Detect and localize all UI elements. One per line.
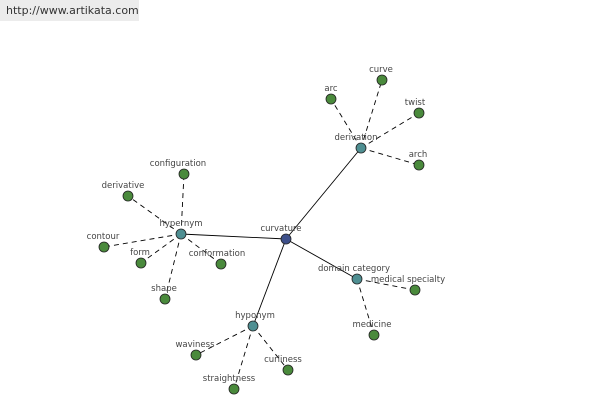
node-label-arc: arc bbox=[324, 84, 338, 94]
node-straightness[interactable]: straightness bbox=[203, 374, 256, 395]
node-dot-curve[interactable] bbox=[376, 74, 388, 86]
node-form[interactable]: form bbox=[130, 248, 150, 269]
node-dot-hypernym[interactable] bbox=[175, 228, 187, 240]
node-label-configuration: configuration bbox=[150, 159, 206, 169]
node-twist[interactable]: twist bbox=[405, 98, 426, 119]
node-hypernym[interactable]: hypernym bbox=[159, 219, 203, 240]
edge-derivation-arch bbox=[360, 147, 420, 166]
edge-hyponym-curliness bbox=[252, 325, 289, 371]
node-dot-conformation[interactable] bbox=[215, 258, 227, 270]
node-contour[interactable]: contour bbox=[87, 232, 120, 253]
node-label-domain-category: domain category bbox=[318, 264, 390, 274]
node-label-contour: contour bbox=[87, 232, 120, 242]
edge-domain_category-medicine bbox=[356, 278, 375, 336]
node-medicine[interactable]: medicine bbox=[353, 320, 392, 341]
node-label-straightness: straightness bbox=[203, 374, 256, 384]
edge-hypernym-configuration bbox=[180, 173, 185, 235]
node-dot-twist[interactable] bbox=[413, 107, 425, 119]
node-label-derivation: derivation bbox=[334, 133, 377, 143]
node-curve[interactable]: curve bbox=[369, 65, 393, 86]
node-label-medical-specialty: medical specialty bbox=[371, 275, 445, 285]
node-dot-arch[interactable] bbox=[413, 159, 425, 171]
edge-hyponym-straightness bbox=[233, 325, 254, 390]
edge-domain_category-medical_specialty bbox=[356, 278, 416, 291]
node-dot-form[interactable] bbox=[135, 257, 147, 269]
node-shape[interactable]: shape bbox=[151, 284, 177, 305]
node-dot-waviness[interactable] bbox=[190, 349, 202, 361]
graph-edges bbox=[103, 79, 420, 390]
url-bar: http://www.artikata.com bbox=[0, 0, 139, 21]
edge-hyponym-waviness bbox=[195, 325, 254, 356]
node-dot-derivation[interactable] bbox=[355, 142, 367, 154]
node-dot-medical-specialty[interactable] bbox=[409, 284, 421, 296]
edge-curvature-domain_category bbox=[285, 238, 358, 280]
node-domain-category[interactable]: domain category bbox=[318, 264, 390, 285]
edge-derivation-arc bbox=[330, 98, 362, 149]
node-label-twist: twist bbox=[405, 98, 426, 108]
node-dot-curvature[interactable] bbox=[280, 233, 292, 245]
node-curvature[interactable]: curvature bbox=[260, 224, 302, 245]
node-dot-hyponym[interactable] bbox=[247, 320, 259, 332]
node-dot-configuration[interactable] bbox=[178, 168, 190, 180]
node-waviness[interactable]: waviness bbox=[175, 340, 215, 361]
node-label-hyponym: hyponym bbox=[235, 311, 275, 321]
node-label-curve: curve bbox=[369, 65, 393, 75]
graph-nodes: curvature derivation hypernym hyponym domain… bbox=[87, 65, 445, 395]
node-dot-medicine[interactable] bbox=[368, 329, 380, 341]
edge-hypernym-shape bbox=[164, 233, 182, 300]
edge-curvature-hyponym bbox=[252, 238, 287, 327]
node-dot-straightness[interactable] bbox=[228, 383, 240, 395]
node-medical-specialty[interactable]: medical specialty bbox=[371, 275, 445, 296]
node-label-conformation: conformation bbox=[189, 249, 246, 259]
node-conformation[interactable]: conformation bbox=[189, 249, 246, 270]
node-dot-arc[interactable] bbox=[325, 93, 337, 105]
node-hyponym[interactable]: hyponym bbox=[235, 311, 275, 332]
node-dot-domain-category[interactable] bbox=[351, 273, 363, 285]
node-derivative[interactable]: derivative bbox=[102, 181, 145, 202]
node-label-form: form bbox=[130, 248, 150, 258]
node-dot-derivative[interactable] bbox=[122, 190, 134, 202]
node-label-medicine: medicine bbox=[353, 320, 392, 330]
edge-curvature-derivation bbox=[285, 147, 362, 240]
url-text[interactable]: http://www.artikata.com bbox=[6, 4, 139, 17]
edge-hypernym-derivative bbox=[127, 195, 182, 235]
edge-curvature-hypernym bbox=[180, 233, 287, 240]
edge-derivation-twist bbox=[360, 112, 420, 149]
node-label-curvature: curvature bbox=[260, 224, 301, 234]
node-derivation[interactable]: derivation bbox=[334, 133, 378, 154]
node-dot-contour[interactable] bbox=[98, 241, 110, 253]
node-label-derivative: derivative bbox=[102, 181, 145, 191]
node-arc[interactable]: arc bbox=[324, 84, 338, 105]
node-curliness[interactable]: curliness bbox=[264, 355, 302, 376]
node-configuration[interactable]: configuration bbox=[150, 159, 206, 180]
node-label-waviness: waviness bbox=[175, 340, 215, 350]
node-label-arch: arch bbox=[409, 150, 428, 160]
node-dot-shape[interactable] bbox=[159, 293, 171, 305]
edge-derivation-curve bbox=[360, 79, 383, 149]
edge-hypernym-contour bbox=[103, 233, 182, 248]
node-dot-curliness[interactable] bbox=[282, 364, 294, 376]
node-arch[interactable]: arch bbox=[409, 150, 428, 171]
node-label-hypernym: hypernym bbox=[159, 219, 202, 229]
node-label-shape: shape bbox=[151, 284, 177, 294]
node-label-curliness: curliness bbox=[264, 355, 302, 365]
